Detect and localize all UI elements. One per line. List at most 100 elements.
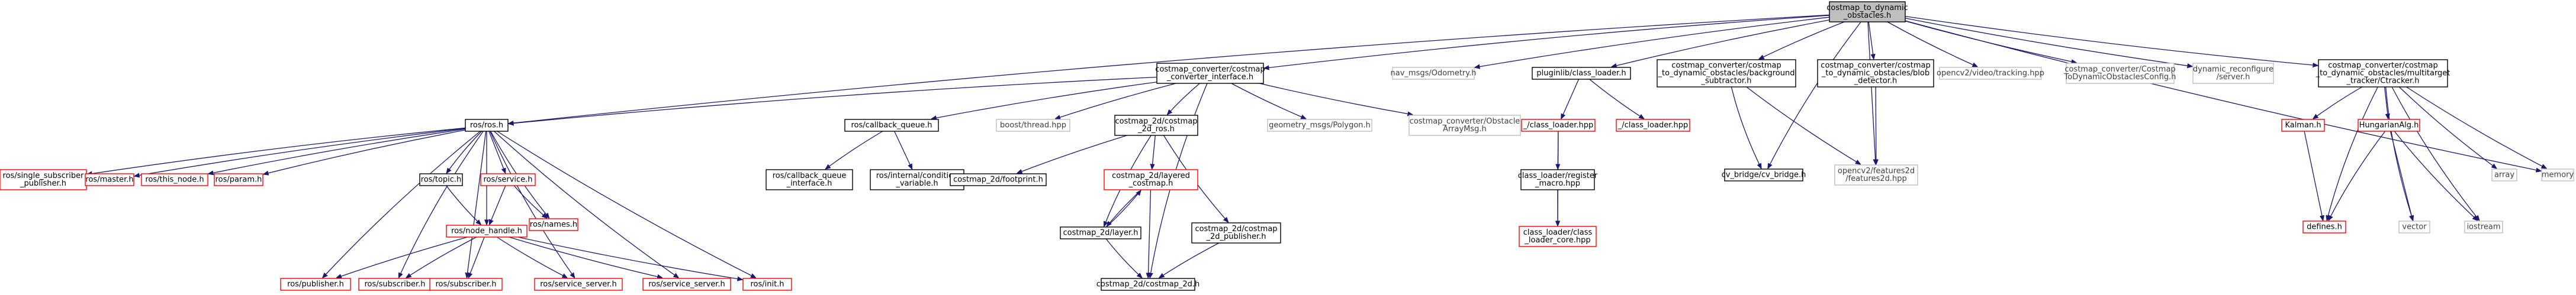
edge-c2dpub-to-c2d	[1159, 242, 1220, 278]
node-odom: nav_msgs/Odometry.h	[1391, 67, 1477, 80]
node-thisnode[interactable]: ros/this_node.h	[141, 173, 208, 186]
node-cvbridge[interactable]: cv_bridge/cv_bridge.h	[1722, 168, 1806, 181]
node-box	[534, 278, 623, 291]
edge-cci-to-bthread	[1055, 83, 1176, 119]
node-box	[1392, 67, 1475, 80]
node-label: ros/param.h	[216, 176, 262, 184]
edge-root-to-cvbridge	[1768, 21, 1861, 168]
node-box	[1817, 59, 1934, 87]
edge-rosh-to-sub2	[467, 131, 487, 278]
node-pcl_b[interactable]: _/class_loader.hpp	[1616, 119, 1690, 132]
node-rosh[interactable]: ros/ros.h	[465, 119, 509, 132]
node-names[interactable]: ros/names.h	[529, 218, 578, 231]
edge-nodeh-to-sub2	[468, 236, 485, 278]
edge-nodeh-to-sub1	[406, 236, 477, 278]
node-pub[interactable]: ros/publisher.h	[280, 278, 351, 291]
node-label: opencv2/video/tracking.hpp	[1937, 69, 2044, 78]
node-cci[interactable]: costmap_converter/costmap_converter_inte…	[1155, 63, 1265, 84]
node-c2dpub[interactable]: costmap_2d/costmap_2d_publisher.h	[1191, 222, 1281, 244]
edge-service-to-nodeh	[490, 185, 506, 225]
node-root[interactable]: costmap_to_dynamic_obstacles.h	[1826, 1, 1908, 22]
node-box	[1267, 119, 1372, 132]
node-box	[1114, 115, 1198, 136]
node-box	[2541, 168, 2574, 181]
node-ssp[interactable]: ros/single_subscriber_publisher.h	[0, 169, 87, 190]
node-label: costmap_converter/costmap	[1671, 61, 1781, 70]
node-label: /features2d.hpp	[1845, 174, 1907, 183]
node-cbq[interactable]: ros/callback_queue.h	[844, 119, 939, 132]
node-poly: geometry_msgs/Polygon.h	[1267, 119, 1372, 132]
node-box	[529, 218, 578, 231]
node-label: _obstacles.h	[1843, 11, 1891, 20]
node-sub1[interactable]: ros/subscriber.h	[358, 278, 432, 291]
node-label: opencv2/features2d	[1838, 167, 1915, 176]
node-box	[480, 173, 536, 186]
node-bgsub[interactable]: costmap_converter/costmap_to_dynamic_obs…	[1657, 59, 1796, 87]
node-label: _2d_ros.h	[1137, 125, 1175, 134]
node-srvsrv2[interactable]: ros/service_server.h	[642, 278, 731, 291]
node-clreg[interactable]: class_loader/register_macro.hpp	[1518, 169, 1598, 190]
node-box	[1829, 1, 1906, 22]
edge-nodeh-to-init	[517, 236, 742, 280]
node-array: array	[2491, 168, 2517, 181]
node-param[interactable]: ros/param.h	[214, 173, 263, 186]
node-box	[2318, 59, 2448, 87]
edge-rosh-to-srvsrv1	[490, 131, 575, 278]
dependency-edges	[87, 14, 2546, 280]
node-master[interactable]: ros/master.h	[85, 173, 134, 186]
node-label: costmap_converter/costmap	[1155, 65, 1265, 74]
node-box	[742, 278, 792, 291]
node-box	[1520, 169, 1595, 190]
node-label: _interface.h	[786, 179, 832, 188]
node-label: _to_dynamic_obstacles/blob	[1821, 69, 1929, 78]
node-blob[interactable]: costmap_converter/costmap_to_dynamic_obs…	[1817, 59, 1934, 87]
node-sub2[interactable]: ros/subscriber.h	[429, 278, 503, 291]
node-defines[interactable]: defines.h	[2302, 221, 2346, 234]
edge-rosh-to-pub	[323, 131, 481, 278]
edge-bgsub-to-cvbridge	[1731, 86, 1761, 168]
node-label: array	[2494, 171, 2514, 180]
node-layered[interactable]: costmap_2d/layered_costmap.h	[1104, 169, 1198, 190]
edge-rosh-to-master	[134, 128, 466, 176]
edge-kalman-to-defines	[2304, 131, 2323, 221]
node-clcore[interactable]: class_loader/class_loader_core.hpp	[1519, 226, 1597, 247]
node-label: _/class_loader.hpp	[1523, 121, 1593, 130]
node-kalman[interactable]: Kalman.h	[2281, 119, 2325, 132]
edge-cci-to-cbq	[931, 82, 1157, 119]
node-iostream: iostream	[2464, 221, 2503, 234]
node-box	[85, 173, 134, 186]
node-label: costmap_2d/layered	[1112, 171, 1190, 180]
edge-cbq-to-cbqi	[825, 131, 883, 169]
node-cbqi[interactable]: ros/callback_queue_interface.h	[766, 169, 853, 190]
edge-rosh-to-topic	[446, 131, 483, 173]
node-box	[766, 169, 853, 190]
node-fp[interactable]: costmap_2d/footprint.h	[950, 173, 1047, 186]
node-pcl_a[interactable]: _/class_loader.hpp	[1521, 119, 1596, 132]
node-label: ros/subscriber.h	[364, 280, 425, 289]
node-topic[interactable]: ros/topic.h	[419, 173, 463, 186]
node-box	[950, 173, 1047, 186]
node-label: HungarianAlg.h	[2359, 121, 2419, 130]
node-c2d[interactable]: costmap_2d/costmap_2d.h	[1096, 278, 1200, 291]
edge-ctracker-to-defines	[2327, 86, 2378, 221]
node-c2dros[interactable]: costmap_2d/costmap_2d_ros.h	[1114, 115, 1198, 136]
edge-nodeh-to-pub	[336, 236, 468, 278]
node-label: class_loader/register	[1518, 171, 1598, 180]
edge-rosh-to-init	[497, 131, 756, 278]
node-hung[interactable]: HungarianAlg.h	[2358, 119, 2420, 132]
node-nodeh[interactable]: ros/node_handle.h	[446, 225, 528, 238]
node-pl[interactable]: pluginlib/class_loader.h	[1532, 67, 1631, 80]
node-label: ros/master.h	[85, 176, 133, 184]
node-layer[interactable]: costmap_2d/layer.h	[1060, 226, 1141, 239]
node-label: nav_msgs/Odometry.h	[1391, 69, 1477, 78]
node-service[interactable]: ros/service.h	[480, 173, 536, 186]
node-label: _tracker/Ctracker.h	[2346, 77, 2419, 86]
node-label: dynamic_reconfigure	[2193, 65, 2273, 74]
node-box	[1521, 119, 1596, 132]
node-init[interactable]: ros/init.h	[742, 278, 792, 291]
node-srvsrv1[interactable]: ros/service_server.h	[534, 278, 623, 291]
node-box	[1657, 59, 1796, 87]
edge-ctracker-to-vector	[2385, 86, 2413, 221]
node-ctracker[interactable]: costmap_converter/costmap_to_dynamic_obs…	[2315, 59, 2450, 87]
node-label: costmap_2d/costmap	[1195, 225, 1277, 234]
